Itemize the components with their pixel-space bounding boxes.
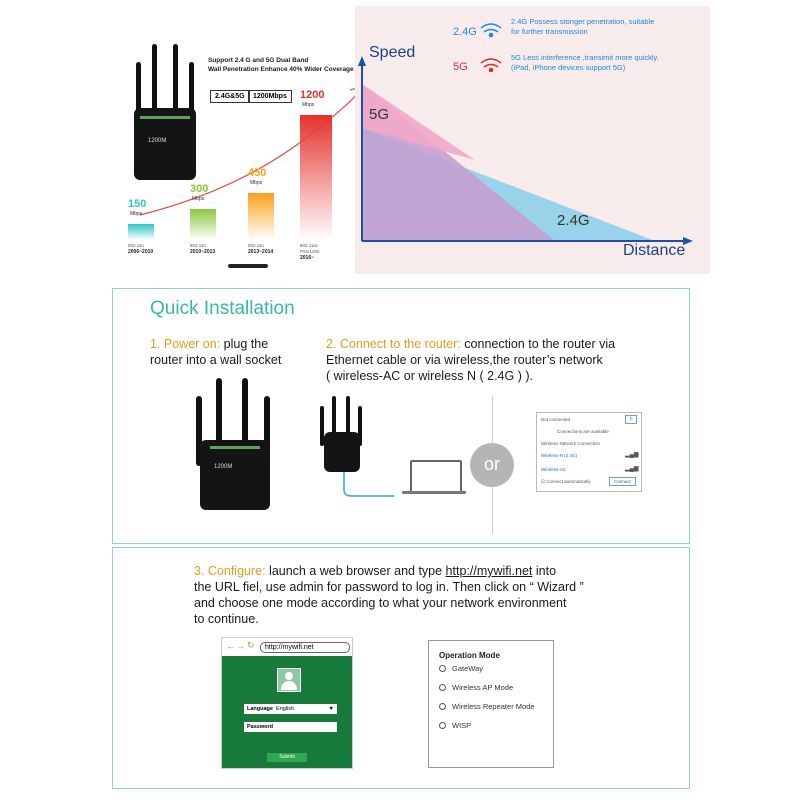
ethernet-cable	[343, 472, 394, 497]
operation-mode-panel: Operation Mode GateWay Wireless AP Mode …	[428, 640, 554, 768]
speed-unit-label: Mbps	[302, 102, 315, 108]
refresh-icon[interactable]: ↻	[247, 640, 255, 650]
section-title: Quick Installation	[150, 298, 295, 319]
password-input[interactable]: Password	[244, 722, 337, 732]
mode-option[interactable]: WISP	[439, 721, 535, 730]
connect-auto-checkbox[interactable]: ☑ Connect automatically	[541, 479, 591, 484]
speed-bar	[248, 193, 274, 240]
or-badge: or	[470, 443, 514, 487]
speed-unit-label: Mbps	[130, 211, 143, 217]
speed-unit-label: Mbps	[192, 196, 205, 202]
speed-bar	[300, 115, 332, 240]
mode-option[interactable]: Wireless AP Mode	[439, 683, 535, 692]
forward-icon[interactable]: →	[236, 641, 245, 651]
network-header: Wireless Network Connection	[541, 441, 601, 446]
stand-icon	[228, 264, 268, 268]
legend-5g-label: 5G	[453, 61, 468, 73]
band-comparison-graphic	[358, 23, 693, 245]
speed-value-label: 300	[190, 183, 209, 195]
speed-bar	[128, 224, 154, 240]
distance-axis-label: Distance	[623, 242, 686, 259]
area-5g-label: 5G	[369, 106, 390, 123]
badge-speed: 1200Mbps	[248, 90, 292, 103]
refresh-icon[interactable]: ↻	[625, 415, 637, 424]
feature-caption: Support 2.4 G and 5G Dual Band Wall Pene…	[208, 57, 354, 73]
speed-axis-label: Speed	[369, 44, 416, 61]
signal-icon: ▂▄▆	[625, 452, 639, 458]
submit-button[interactable]: Submit	[267, 753, 307, 762]
step2-text: 2. Connect to the router: connection to …	[326, 337, 616, 383]
speed-value-label: 150	[128, 198, 147, 210]
router-image: 1200M	[190, 378, 280, 513]
router-small-image	[318, 396, 364, 476]
speed-unit-label: Mbps	[250, 180, 263, 186]
speed-value-label: 1200	[300, 89, 325, 101]
mode-option[interactable]: GateWay	[439, 664, 535, 673]
speed-value-label: 450	[248, 167, 267, 179]
legend-24g-text: 2.4G Possess stonger penetration, suitab…	[511, 17, 655, 36]
network-item[interactable]: Wireless-AC	[541, 467, 567, 472]
radio-icon	[439, 684, 446, 691]
browser-window: ← → ↻ http://mywifi.net Language English…	[221, 637, 353, 769]
connect-button[interactable]: Connect	[609, 477, 636, 486]
wifi-icon	[480, 23, 502, 38]
quick-installation-section	[112, 288, 690, 544]
configure-section	[112, 547, 690, 789]
badge-dual-band: 2.4G&5G	[210, 90, 250, 103]
step3-text: 3. Configure: launch a web browser and t…	[194, 564, 584, 626]
signal-icon: ▂▄▆	[625, 466, 639, 472]
address-bar[interactable]: http://mywifi.net	[260, 642, 350, 653]
laptop-icon	[402, 460, 466, 496]
band-comparison-panel: 2.4G 2.4G Possess stonger penetration, s…	[355, 6, 710, 274]
connections-available-text: Connections are available	[557, 429, 609, 434]
radio-icon	[439, 665, 446, 672]
not-connected-text: Not connected	[541, 417, 571, 422]
legend-5g-text: 5G Less interference ,transimit more qui…	[511, 53, 659, 72]
radio-icon	[439, 703, 446, 710]
router-model-label: 1200M	[148, 138, 167, 144]
wifi-icon	[480, 58, 502, 73]
speed-evolution-panel: 1200M Support 2.4 G and 5G Dual Band Wal…	[110, 20, 360, 275]
legend-24g-label: 2.4G	[453, 26, 477, 38]
radio-icon	[439, 722, 446, 729]
router-image: 1200M	[130, 40, 200, 185]
step1-text: 1. Power on: plug the router into a wall…	[150, 337, 282, 367]
back-icon[interactable]: ←	[226, 641, 235, 651]
mode-option[interactable]: Wireless Repeater Mode	[439, 702, 535, 711]
network-item[interactable]: Wireless-N (2.4G)	[541, 453, 578, 458]
operation-mode-title: Operation Mode	[439, 651, 500, 660]
router-model-label: 1200M	[214, 464, 233, 470]
area-24g-label: 2.4G	[557, 212, 590, 229]
url-link[interactable]: http://mywifi.net	[445, 564, 533, 578]
wifi-connection-panel: Not connected ↻ Connections are availabl…	[536, 412, 642, 492]
user-avatar-icon	[277, 668, 301, 692]
speed-bar	[190, 209, 216, 240]
language-select[interactable]: Language English▼	[244, 704, 337, 714]
